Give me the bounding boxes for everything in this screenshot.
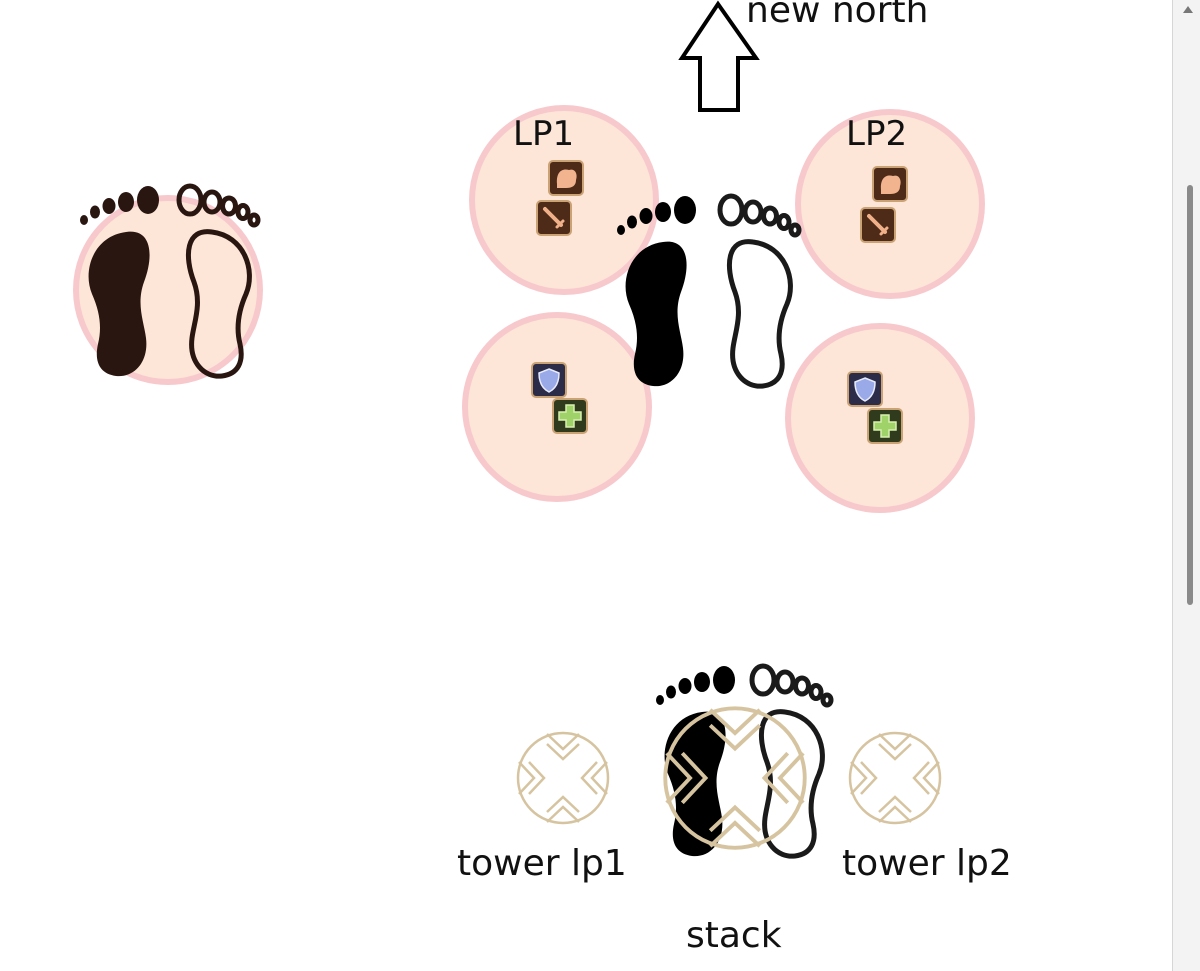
zone-lp1-top xyxy=(469,105,659,295)
scrollbar-thumb[interactable] xyxy=(1187,185,1193,605)
lp2-label: LP2 xyxy=(846,114,908,154)
tower-lp2-label: tower lp2 xyxy=(842,843,1012,884)
stack-label: stack xyxy=(686,915,782,956)
healer-role-icon xyxy=(552,398,588,434)
tower-marker-icon xyxy=(516,731,610,825)
up-arrow-icon xyxy=(678,0,760,112)
melee-dps-role-icon xyxy=(535,199,573,237)
tower-marker-icon xyxy=(848,731,942,825)
scroll-up-icon[interactable] xyxy=(1183,6,1193,13)
tower-lp1-label: tower lp1 xyxy=(457,843,627,884)
melee-dps-role-icon xyxy=(548,160,584,196)
zone-lp2-bottom xyxy=(785,323,975,513)
tank-role-icon xyxy=(531,362,567,398)
healer-role-icon xyxy=(867,408,903,444)
melee-dps-role-icon xyxy=(859,206,897,244)
footprints-icon xyxy=(656,666,831,856)
tank-role-icon xyxy=(847,371,883,407)
left-zone xyxy=(73,186,263,385)
new-north-label: new north xyxy=(746,0,929,31)
zone-lp1-bottom xyxy=(462,312,652,502)
vertical-scrollbar[interactable] xyxy=(1172,0,1200,971)
lp1-label: LP1 xyxy=(513,114,575,154)
melee-dps-role-icon xyxy=(872,166,908,202)
zone-lp2-top xyxy=(795,109,985,299)
diagram-svg xyxy=(73,0,985,971)
